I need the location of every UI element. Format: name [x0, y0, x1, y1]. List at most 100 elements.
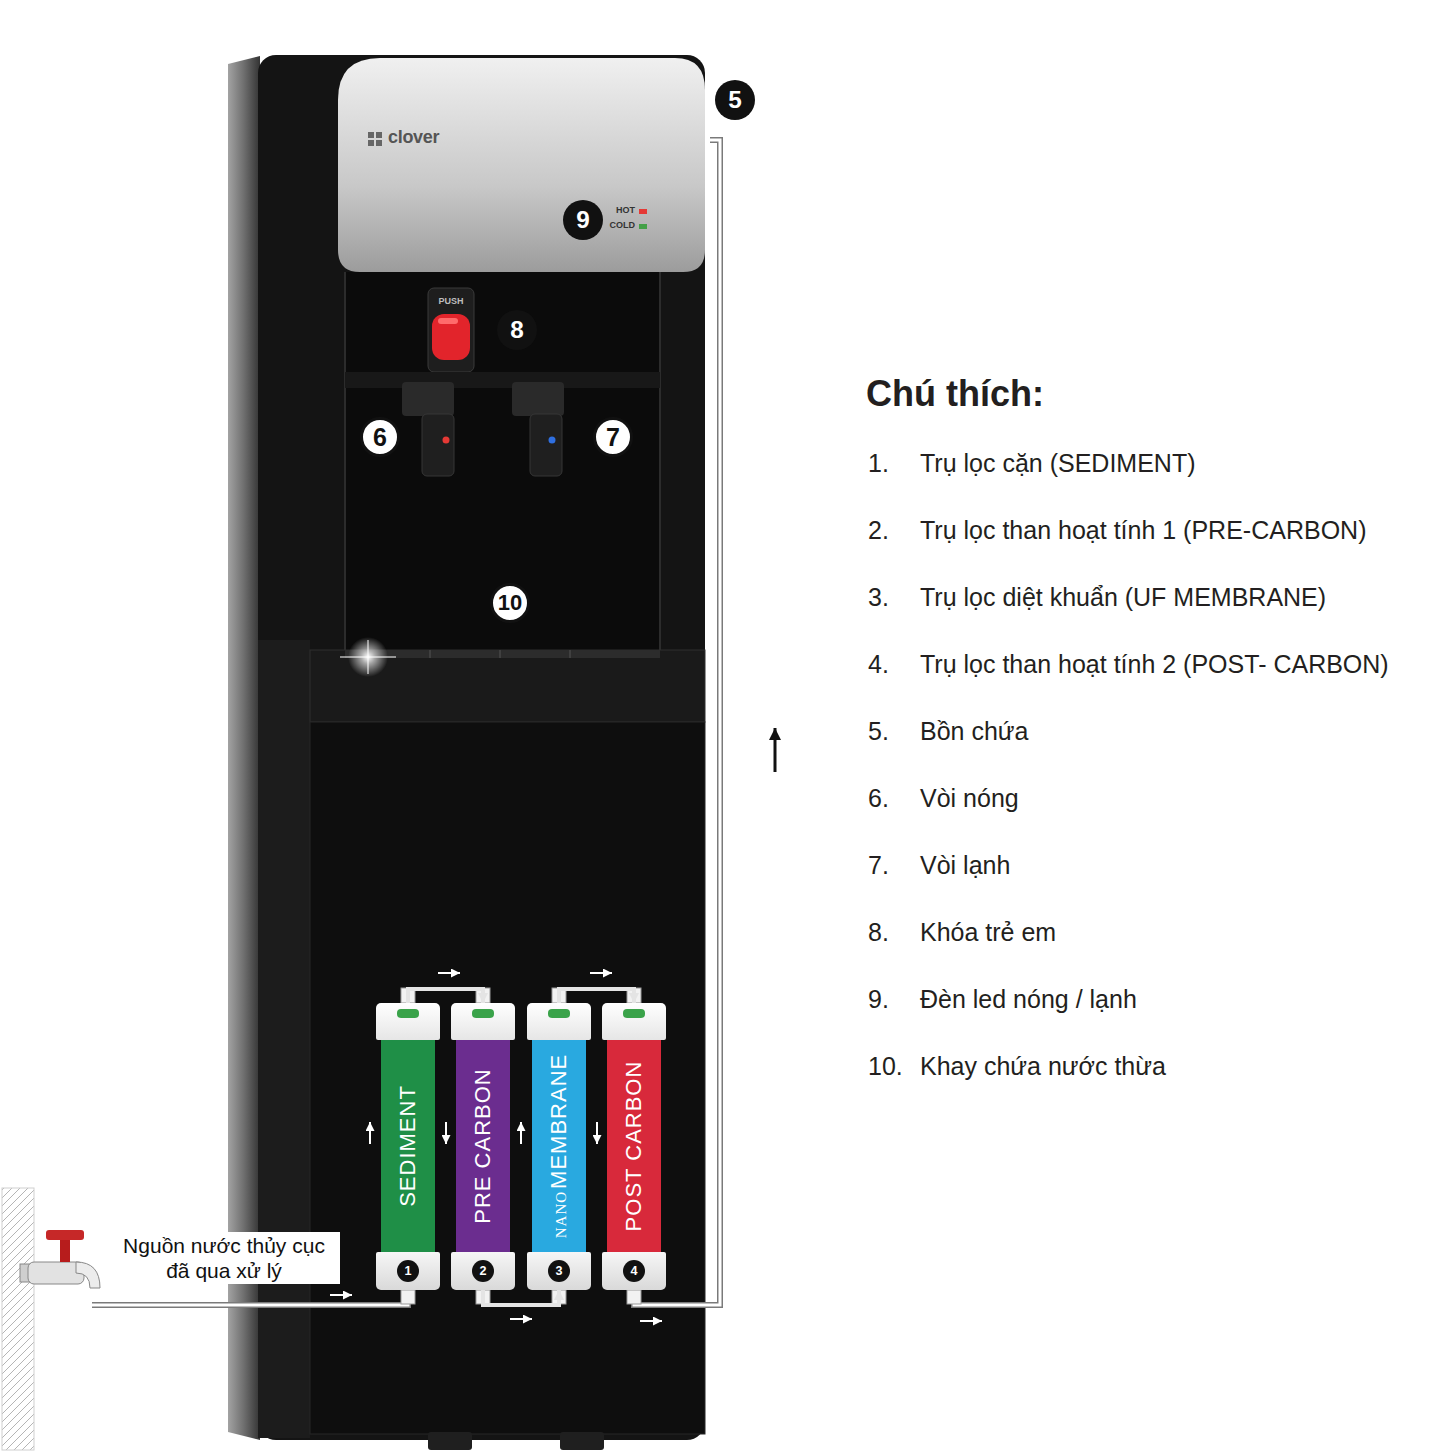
legend-item: Trụ lọc diệt khuẩn (UF MEMBRANE): [920, 582, 1326, 612]
faucet-stem: [60, 1240, 70, 1262]
flow-arrow: [520, 1122, 522, 1144]
cartridge-base: [527, 1252, 591, 1290]
legend-item: Vòi nóng: [920, 783, 1019, 813]
callout-number: 4: [623, 1260, 645, 1282]
flow-arrow: [596, 1122, 598, 1144]
callout-number: 6: [360, 417, 400, 457]
foot: [560, 1432, 604, 1450]
legend-item: Trụ lọc cặn (SEDIMENT): [920, 448, 1196, 478]
legend-number: 5.: [868, 716, 889, 746]
legend-number: 1.: [868, 448, 889, 478]
lower-cabinet: [310, 722, 705, 1434]
grille-line: [570, 650, 571, 658]
filter-name: MEMBRANE: [547, 1054, 571, 1189]
body-side-face: [258, 640, 310, 1438]
cartridge-cap: [602, 1003, 666, 1040]
faucet-spout: [76, 1262, 100, 1288]
dispenser-body: [258, 55, 705, 1440]
legend-item: Bồn chứa: [920, 716, 1028, 746]
cartridge-label: POST CARBON: [622, 1061, 646, 1232]
outlet-pipe: [634, 140, 720, 1305]
cartridge-label: PRE CARBON: [471, 1068, 495, 1223]
callout-number: 7: [593, 417, 633, 457]
top-panel: [338, 58, 705, 272]
legend-item: Khay chứa nước thừa: [920, 1051, 1166, 1081]
indicator-label: HOT: [616, 205, 635, 216]
legend-number: 8.: [868, 917, 889, 947]
cartridge-body: SEDIMENT: [381, 1040, 435, 1252]
brand-mark: [623, 1009, 645, 1018]
cartridge-cap: [376, 1003, 440, 1040]
source-note: Nguồn nước thủy cục đã qua xử lý: [108, 1232, 340, 1284]
legend-number: 7.: [868, 850, 889, 880]
faucet-handle: [46, 1230, 84, 1240]
filter-cartridge: NANO MEMBRANE: [527, 1003, 591, 1290]
hot-dot: [443, 437, 450, 444]
tap-rail: [345, 372, 660, 388]
callout-number: 8: [497, 310, 537, 350]
cold-tap-nozzle: [530, 414, 562, 476]
logo-mark: [376, 132, 382, 138]
legend-number: 3.: [868, 582, 889, 612]
button-label: PUSH: [438, 296, 463, 307]
legend-item: Đèn led nóng / lạnh: [920, 984, 1137, 1014]
legend-number: 6.: [868, 783, 889, 813]
logo-mark: [368, 132, 374, 138]
flow-arrow: [590, 972, 612, 974]
grille-line: [500, 650, 501, 658]
pipe-fitting: [401, 1290, 415, 1304]
legend-item: Trụ lọc than hoạt tính 1 (PRE-CARBON): [920, 515, 1366, 545]
filter-name: SEDIMENT: [396, 1085, 420, 1207]
grille-line: [430, 650, 431, 658]
cartridge-cap: [451, 1003, 515, 1040]
pipe-fitting: [627, 1290, 641, 1304]
callout-number: 10: [490, 583, 530, 623]
legend-heading: Chú thích:: [866, 372, 1044, 415]
legend-number: 9.: [868, 984, 889, 1014]
side-panel: [228, 56, 260, 1440]
brand-mark: [472, 1009, 494, 1018]
callout-number: 9: [563, 200, 603, 240]
brand-mark: [548, 1009, 570, 1018]
cartridge-base: [376, 1252, 440, 1290]
hot-led: [639, 209, 647, 214]
wall: [2, 1188, 34, 1450]
cartridge-label: NANO MEMBRANE: [547, 1054, 571, 1238]
flow-arrow: [438, 972, 460, 974]
legend-item: Vòi lạnh: [920, 850, 1010, 880]
callout-number: 2: [472, 1260, 494, 1282]
flow-arrow: [640, 1320, 662, 1322]
child-lock-button: [432, 314, 470, 360]
flow-arrow: [445, 1122, 447, 1144]
sparkle-ray: [368, 640, 369, 674]
legend-item: Trụ lọc than hoạt tính 2 (POST- CARBON): [920, 649, 1389, 679]
filter-name: PRE CARBON: [471, 1068, 495, 1223]
water-pipe: [408, 989, 483, 1003]
logo-mark: [376, 140, 382, 146]
hot-tap-nozzle: [422, 414, 454, 476]
hot-tap: [402, 382, 454, 416]
flow-arrow: [774, 728, 777, 772]
foot: [428, 1432, 472, 1450]
callout-number: 5: [715, 80, 755, 120]
button-housing: [428, 288, 474, 372]
cartridge-base: [451, 1252, 515, 1290]
brand-mark: [397, 1009, 419, 1018]
cold-tap: [512, 382, 564, 416]
water-pipe: [559, 989, 634, 1003]
flow-arrow: [330, 1294, 352, 1296]
filter-name: NANO: [553, 1191, 570, 1238]
legend-number: 4.: [868, 649, 889, 679]
outlet-pipe: [634, 140, 720, 1305]
recess-edge: [344, 272, 346, 654]
legend-number: 10.: [868, 1051, 903, 1081]
filter-cartridge: POST CARBON: [602, 1003, 666, 1290]
inlet-pipe: [92, 1292, 408, 1305]
dispense-recess: [345, 272, 660, 654]
legend-number: 2.: [868, 515, 889, 545]
filter-name: POST CARBON: [622, 1061, 646, 1232]
button-highlight: [438, 318, 458, 324]
indicator-label: COLD: [610, 220, 636, 231]
